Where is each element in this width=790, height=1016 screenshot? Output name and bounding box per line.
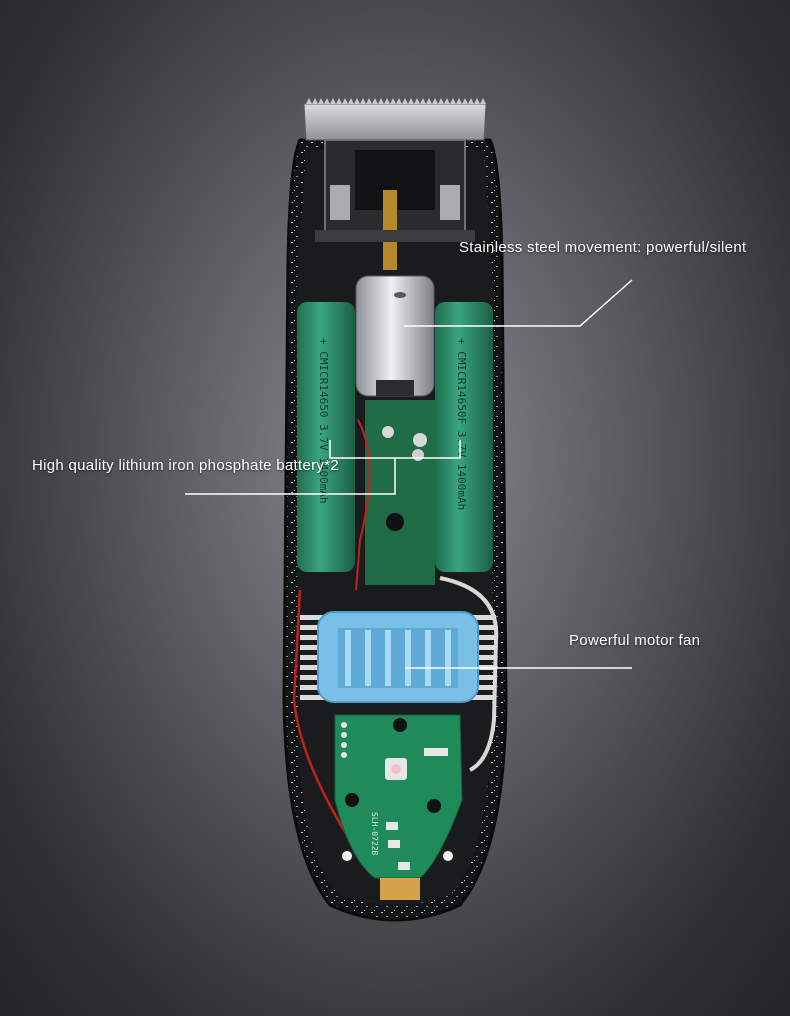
blade-tooth [432,98,438,104]
battery-marking-right: + CMICR14650F 3.7V 1400mAh [455,338,468,510]
blade-tooth [312,98,318,104]
blade-tooth [402,98,408,104]
blade-tooth [456,98,462,104]
fan-blade [365,630,371,686]
blade-tooth [384,98,390,104]
blade-tooth [474,98,480,104]
pcb-marking: SLH-0722B [370,812,379,856]
blade-tooth [438,98,444,104]
blade-tooth [450,98,456,104]
callout-movement: Stainless steel movement: powerful/silen… [459,239,747,256]
fan-blade [405,630,411,686]
red-wire [292,589,352,841]
callout-line-movement [404,279,633,327]
blade-tooth [444,98,450,104]
fan-blade [425,630,431,686]
pin-header-pin [341,752,347,758]
callout-fan: Powerful motor fan [569,632,701,649]
fan-blades [345,630,451,686]
blade-tooth [378,98,384,104]
blade-tooth [468,98,474,104]
screw-left [340,849,354,863]
pin-header-pin [341,732,347,738]
blade-tooth [324,98,330,104]
blade-tooth [426,98,432,104]
motor [355,275,435,397]
lower-circuit-board: SLH-0722B [334,714,463,900]
blade-tooth [414,98,420,104]
blade-tooth [348,98,354,104]
blade-tooth [420,98,426,104]
motor-fan [317,611,479,703]
battery-cell-left: + CMICR14650 3.7V 1400mAh [297,302,355,572]
fan-blade [385,630,391,686]
pin-header-pin [341,722,347,728]
blade-tooth [366,98,372,104]
blade-tooth [330,98,336,104]
blade-tooth [408,98,414,104]
blade-tooth [342,98,348,104]
blade-tooth [390,98,396,104]
blade-tooth [360,98,366,104]
blade-tooth [462,98,468,104]
screw-right [441,849,455,863]
battery-cell-right: + CMICR14650F 3.7V 1400mAh [435,302,493,572]
fan-blade [445,630,451,686]
blade-teeth [306,98,486,104]
pin-header-pin [341,742,347,748]
callout-battery: High quality lithium iron phosphate batt… [32,457,340,474]
callout-line-battery [185,440,461,495]
blade-tooth [372,98,378,104]
blade-tooth [336,98,342,104]
fan-blade [345,630,351,686]
blade-tooth [306,98,312,104]
pin-header [341,722,347,758]
blade-assembly [303,98,487,270]
blade-tooth [318,98,324,104]
battery-marking-left: + CMICR14650 3.7V 1400mAh [317,338,330,504]
blade-tooth [354,98,360,104]
upper-circuit-board [355,400,435,591]
blade-tooth [396,98,402,104]
white-wires [439,576,499,772]
blade-tooth [480,98,486,104]
